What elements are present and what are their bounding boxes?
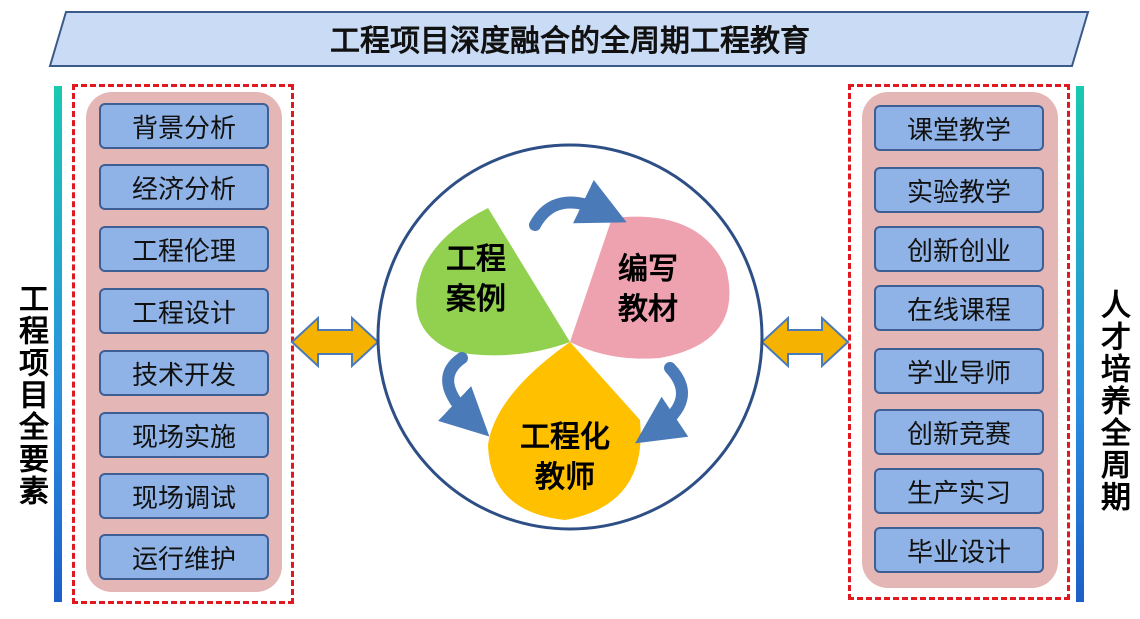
petal-engineering-teachers bbox=[488, 342, 641, 520]
left-double-arrow-icon bbox=[290, 315, 380, 369]
left-dashed-frame bbox=[72, 84, 294, 604]
right-item-classroom-teaching[interactable]: 课堂教学 bbox=[874, 105, 1044, 151]
left-item-tech-development[interactable]: 技术开发 bbox=[99, 350, 269, 396]
petal-writing-textbooks bbox=[570, 216, 730, 359]
banner bbox=[48, 11, 1090, 67]
left-side-label: 工程项目全要素 bbox=[13, 283, 48, 507]
petal-label-engineering-cases: 工程 案例 bbox=[446, 242, 506, 317]
right-item-online-courses[interactable]: 在线课程 bbox=[874, 285, 1044, 331]
left-item-economic-analysis[interactable]: 经济分析 bbox=[99, 164, 269, 210]
left-gradient-bar bbox=[54, 86, 62, 602]
left-item-site-commissioning[interactable]: 现场调试 bbox=[99, 473, 269, 519]
petal-label-writing-textbooks: 编写 教材 bbox=[618, 252, 678, 327]
cycle-arrow-right-icon bbox=[635, 362, 689, 444]
right-dashed-frame bbox=[848, 84, 1070, 600]
right-item-academic-mentor[interactable]: 学业导师 bbox=[874, 348, 1044, 394]
right-side-label: 人才培养全周期 bbox=[1095, 289, 1130, 513]
right-item-graduation-design[interactable]: 毕业设计 bbox=[874, 527, 1044, 573]
left-item-operation-maintenance[interactable]: 运行维护 bbox=[99, 534, 269, 580]
left-item-site-implementation[interactable]: 现场实施 bbox=[99, 412, 269, 458]
right-double-arrow-icon bbox=[760, 315, 850, 369]
right-item-innovation-entrepreneurship[interactable]: 创新创业 bbox=[874, 226, 1044, 272]
banner-title: 工程项目深度融合的全周期工程教育 bbox=[330, 24, 810, 59]
right-gradient-bar bbox=[1076, 86, 1084, 602]
petal-engineering-cases bbox=[416, 208, 570, 356]
left-item-engineering-ethics[interactable]: 工程伦理 bbox=[99, 226, 269, 272]
cycle-arrow-left-icon bbox=[438, 352, 490, 437]
right-item-innovation-competition[interactable]: 创新竞赛 bbox=[874, 409, 1044, 455]
left-item-engineering-design[interactable]: 工程设计 bbox=[99, 288, 269, 334]
left-item-background-analysis[interactable]: 背景分析 bbox=[99, 103, 269, 149]
right-item-production-internship[interactable]: 生产实习 bbox=[874, 468, 1044, 514]
right-item-lab-teaching[interactable]: 实验教学 bbox=[874, 167, 1044, 213]
cycle-arrow-top-icon bbox=[529, 179, 627, 231]
petal-label-engineering-teachers: 工程化 教师 bbox=[520, 420, 610, 495]
